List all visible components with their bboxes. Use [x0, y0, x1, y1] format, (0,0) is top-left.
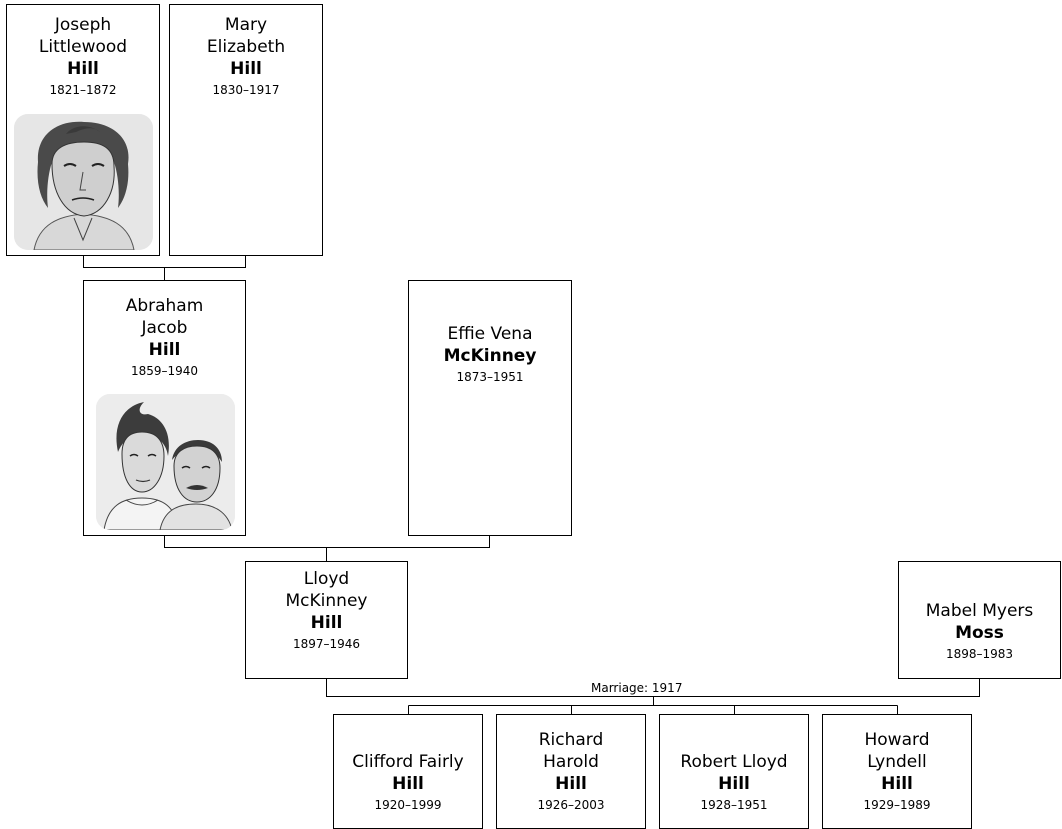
- person-card-robert[interactable]: Robert Lloyd Hill 1928–1951: [659, 714, 809, 829]
- surname: Hill: [392, 774, 424, 794]
- portrait-photo: [96, 394, 235, 530]
- person-card-richard[interactable]: Richard Harold Hill 1926–2003: [496, 714, 646, 829]
- surname: McKinney: [443, 346, 537, 366]
- surname: Hill: [310, 613, 343, 633]
- life-dates: 1897–1946: [292, 637, 361, 651]
- surname: Hill: [881, 774, 913, 794]
- given-name: Mary: [224, 15, 268, 35]
- given-name: Effie Vena: [447, 324, 533, 344]
- person-card-lloyd[interactable]: Lloyd McKinney Hill 1897–1946: [245, 561, 408, 679]
- given-name: McKinney: [285, 591, 368, 611]
- life-dates: 1926–2003: [537, 798, 605, 812]
- given-name: Joseph: [54, 15, 112, 35]
- given-name: Lloyd: [303, 569, 350, 589]
- person-card-abraham[interactable]: Abraham Jacob Hill 1859–1940: [83, 280, 246, 536]
- life-dates: 1830–1917: [212, 83, 280, 97]
- surname: Moss: [955, 623, 1004, 643]
- person-card-mabel[interactable]: Mabel Myers Moss 1898–1983: [898, 561, 1061, 679]
- given-name: Robert Lloyd: [680, 752, 788, 772]
- life-dates: 1821–1872: [49, 83, 117, 97]
- person-card-effie[interactable]: Effie Vena McKinney 1873–1951: [408, 280, 572, 536]
- life-dates: 1873–1951: [456, 370, 524, 384]
- given-name: Richard: [538, 730, 604, 750]
- portrait-photo: [14, 114, 153, 250]
- life-dates: 1859–1940: [130, 364, 199, 378]
- life-dates: 1928–1951: [700, 798, 768, 812]
- surname: Hill: [555, 774, 587, 794]
- person-card-joseph[interactable]: Joseph Littlewood Hill 1821–1872: [6, 4, 160, 256]
- given-name: Clifford Fairly: [352, 752, 464, 772]
- given-name: Harold: [543, 752, 599, 772]
- person-card-clifford[interactable]: Clifford Fairly Hill 1920–1999: [333, 714, 483, 829]
- life-dates: 1920–1999: [374, 798, 442, 812]
- surname: Hill: [230, 59, 262, 79]
- surname: Hill: [718, 774, 750, 794]
- given-name: Mabel Myers: [925, 601, 1034, 621]
- surname: Hill: [148, 340, 181, 360]
- given-name: Elizabeth: [206, 37, 286, 57]
- life-dates: 1929–1989: [863, 798, 931, 812]
- surname: Hill: [67, 59, 99, 79]
- person-card-mary[interactable]: Mary Elizabeth Hill 1830–1917: [169, 4, 323, 256]
- given-name: Littlewood: [38, 37, 128, 57]
- given-name: Jacob: [141, 318, 188, 338]
- given-name: Lyndell: [867, 752, 927, 772]
- life-dates: 1898–1983: [945, 647, 1014, 661]
- person-card-howard[interactable]: Howard Lyndell Hill 1929–1989: [822, 714, 972, 829]
- marriage-label: Marriage: 1917: [589, 681, 685, 695]
- given-name: Howard: [864, 730, 930, 750]
- given-name: Abraham: [125, 296, 204, 316]
